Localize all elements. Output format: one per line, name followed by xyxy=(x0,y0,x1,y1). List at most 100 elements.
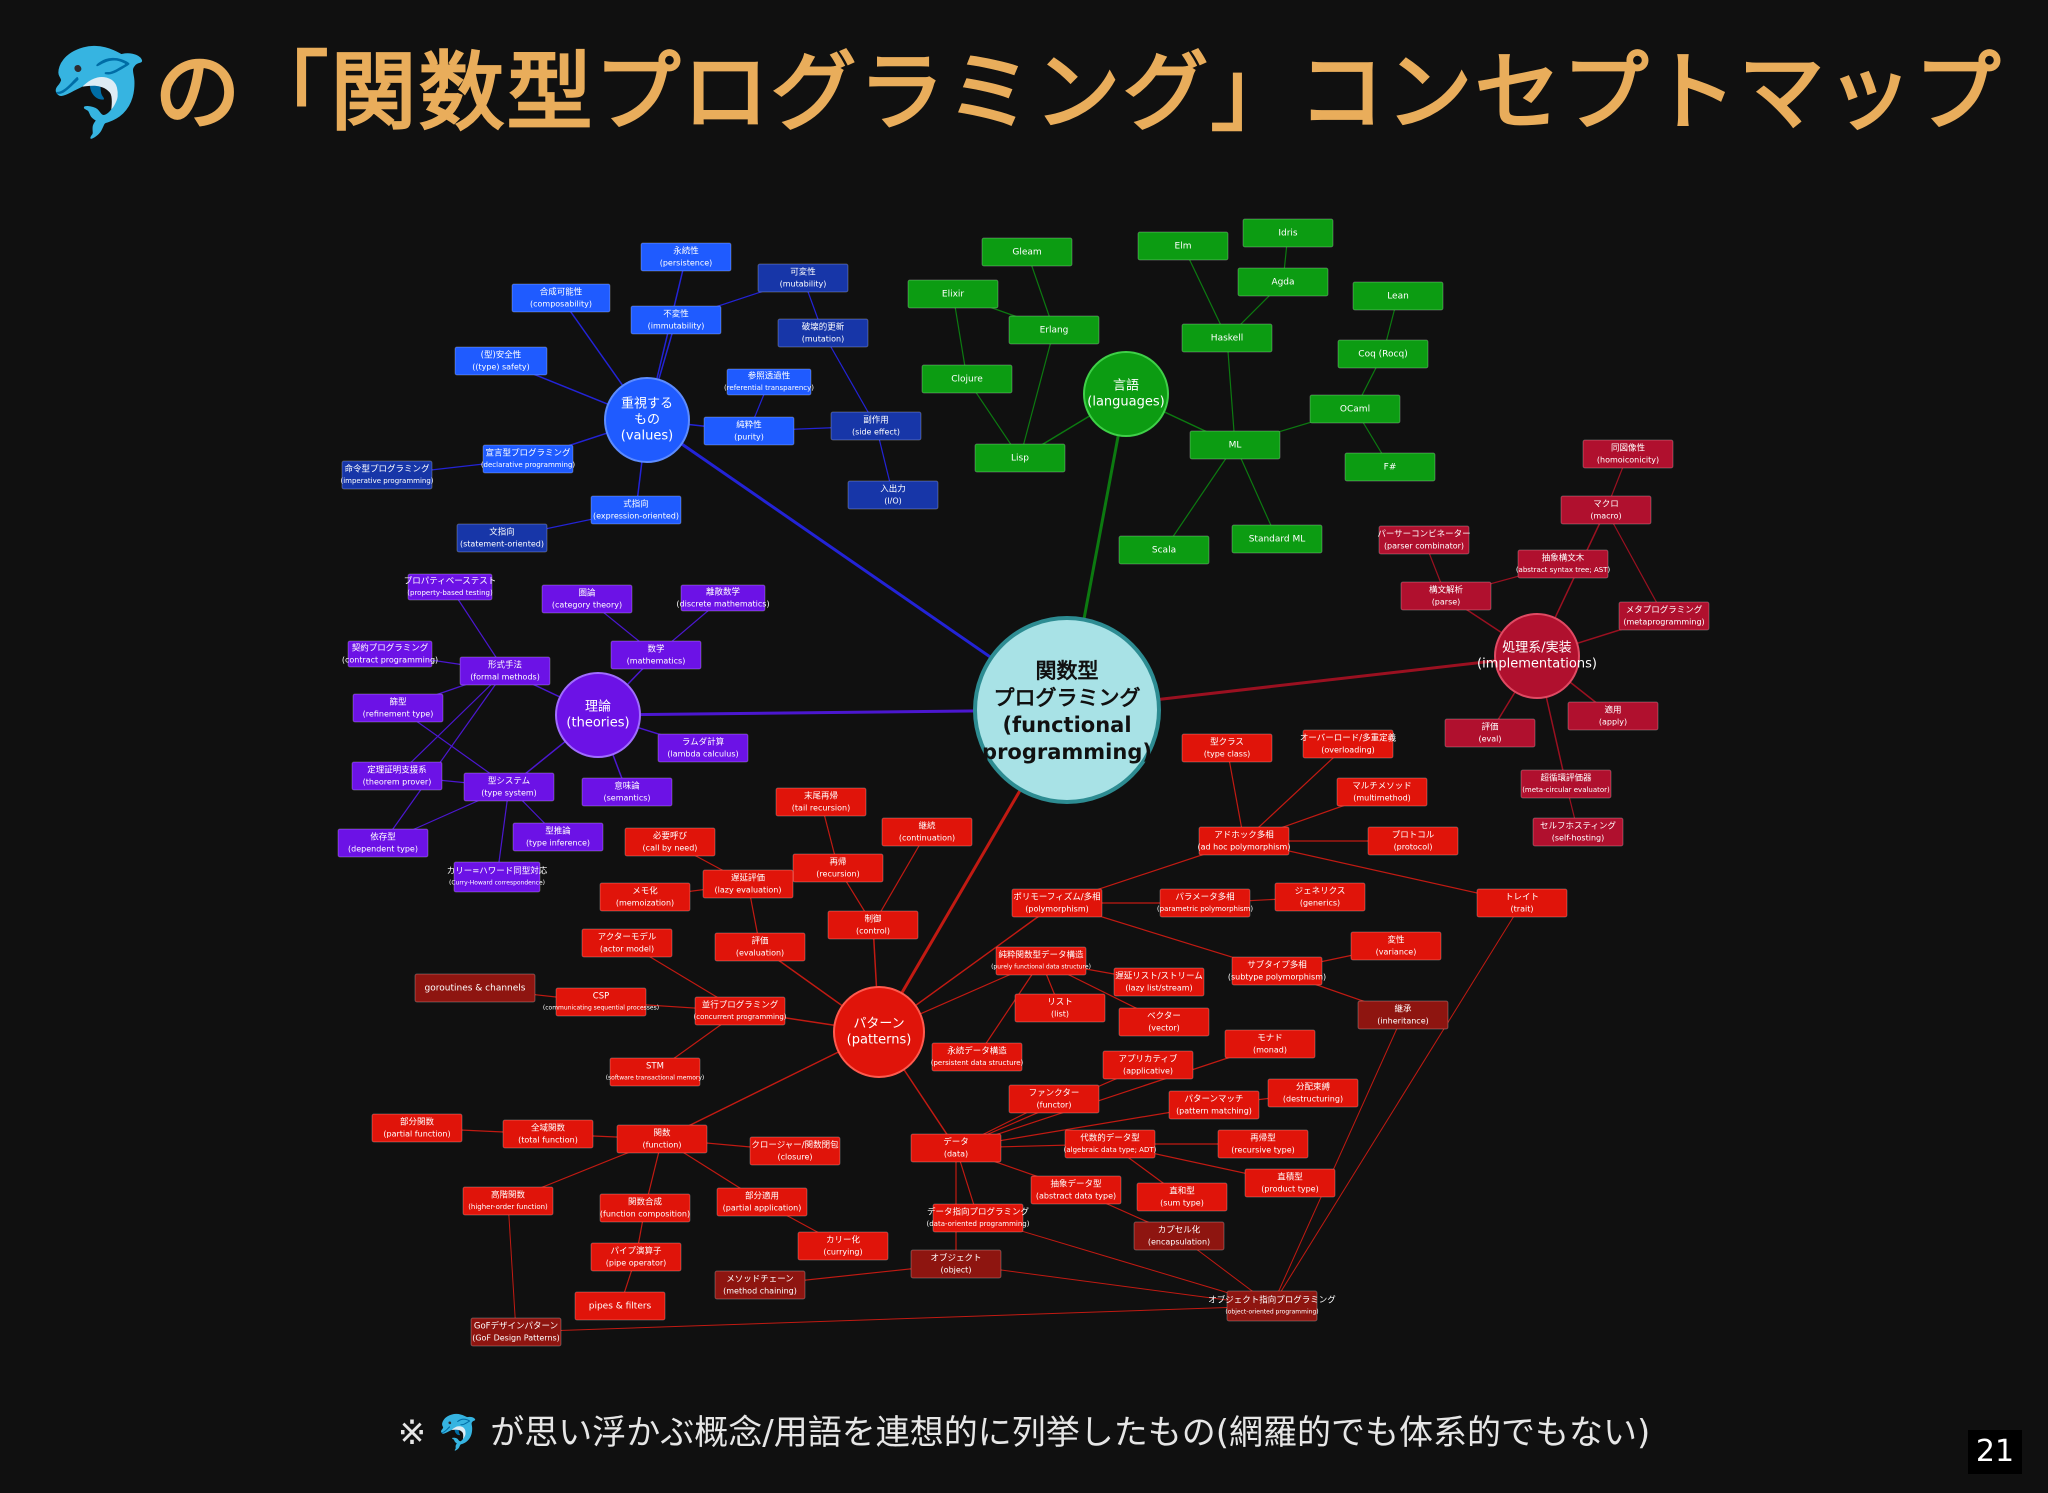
node-label-jp: カリー=ハワード同型対応 xyxy=(447,866,548,877)
node-label-en: (overloading) xyxy=(1321,746,1375,755)
node-box xyxy=(910,1133,1002,1163)
node-box xyxy=(981,237,1073,267)
node-label-jp: 適用 xyxy=(1604,705,1621,716)
center-circle xyxy=(973,616,1161,804)
center-label-line2: プログラミング xyxy=(994,686,1141,710)
node-encapsulation: カプセル化(encapsulation) xyxy=(1133,1221,1225,1251)
node-label-jp: マクロ xyxy=(1593,500,1619,510)
node-label-jp: 再帰型 xyxy=(1250,1133,1276,1144)
node-label-en: (variance) xyxy=(1376,948,1417,957)
node-io: 入出力(I/O) xyxy=(847,480,939,510)
hub-circle xyxy=(555,672,641,758)
node-contract: 契約プログラミング(contract programming) xyxy=(342,640,438,668)
node-label-jp: メモ化 xyxy=(632,886,658,897)
edge-ml-to-standard-ml xyxy=(1234,444,1278,540)
node-label-en: (inheritance) xyxy=(1377,1017,1428,1026)
node-box xyxy=(1618,601,1710,631)
edge-oop-to-object xyxy=(955,1261,1273,1307)
dolphin-icon: 🐬 xyxy=(45,43,155,143)
hub-implementations: 処理系/実装(implementations) xyxy=(1477,613,1597,699)
node-label-en: (referential transparency) xyxy=(724,384,814,392)
edge-oop-to-inheritance xyxy=(1271,1014,1404,1307)
node-lambda-calculus: ラムダ計算(lambda calculus) xyxy=(657,733,749,763)
edge-elixir-to-clojure xyxy=(952,293,968,380)
node-label-jp: 全域関数 xyxy=(531,1123,566,1134)
node-label-en: (lazy list/stream) xyxy=(1125,984,1192,993)
node-label-en: (metaprogramming) xyxy=(1623,618,1704,627)
node-label-en: (currying) xyxy=(823,1248,862,1257)
node-lazy-list: 遅延リスト/ストリーム(lazy list/stream) xyxy=(1113,967,1205,997)
nodes-layer: 関数型プログラミング(functionalprogramming)重視するもの(… xyxy=(337,218,1710,1347)
node-ast: 抽象構文木(abstract syntax tree; AST) xyxy=(1516,549,1610,579)
node-box xyxy=(1133,1221,1225,1251)
node-label: Erlang xyxy=(1040,326,1069,336)
node-label-jp: 分配束縛 xyxy=(1296,1082,1331,1093)
node-label-en: (imperative programming) xyxy=(340,477,433,485)
node-elixir: Elixir xyxy=(907,279,999,309)
node-label-en: (theorem prover) xyxy=(363,778,432,787)
node-box xyxy=(1336,777,1428,807)
node-box xyxy=(453,861,541,893)
footnote: ※ 🐬 が思い浮かぶ概念/用語を連想的に列挙したもの(網羅的でも体系的でもない) xyxy=(0,1405,2048,1454)
node-box xyxy=(1267,1078,1359,1108)
edge-hof-to-gof xyxy=(507,1200,517,1333)
node-label-en: (continuation) xyxy=(899,834,955,843)
node-label-jp: パラメータ多相 xyxy=(1175,892,1234,903)
node-label-en: (lazy evaluation) xyxy=(715,886,782,895)
footnote-mark: ※ xyxy=(397,1413,427,1453)
node-box xyxy=(640,242,732,272)
node-box xyxy=(974,443,1066,473)
node-label-en: (software transactional memory) xyxy=(606,1075,705,1082)
node-label-en: (eval) xyxy=(1478,735,1501,744)
node-label-en: (actor model) xyxy=(600,945,654,954)
node-metaprogramming: メタプログラミング(metaprogramming) xyxy=(1618,601,1710,631)
node-box xyxy=(454,346,548,376)
node-box xyxy=(1309,394,1401,424)
node-ocaml: OCaml xyxy=(1309,394,1401,424)
edge-lisp-to-erlang xyxy=(1019,329,1055,459)
node-box xyxy=(1011,888,1103,918)
node-box xyxy=(1014,993,1106,1023)
node-label-en: (concurrent programming) xyxy=(693,1013,786,1021)
node-standard-ml: Standard ML xyxy=(1231,524,1323,554)
node-label-jp: ポリモーフィズム/多相 xyxy=(1013,892,1100,903)
node-label: Lean xyxy=(1387,292,1409,302)
edge-oop-to-trait xyxy=(1271,902,1523,1307)
node-box xyxy=(749,1136,841,1166)
node-box xyxy=(459,656,551,686)
edge-ml-to-haskell xyxy=(1226,337,1236,446)
title-text: の「関数型プログラミング」コンセプトマップ xyxy=(154,43,2003,143)
node-box xyxy=(1444,718,1536,748)
node-box xyxy=(337,828,429,858)
node-label: Haskell xyxy=(1211,334,1243,344)
node-label-en: (memoization) xyxy=(616,899,674,908)
node-box xyxy=(657,733,749,763)
node-box xyxy=(1337,339,1429,369)
node-box xyxy=(1242,218,1334,248)
node-vector: ベクター(vector) xyxy=(1118,1007,1210,1037)
node-label-jp: トレイト xyxy=(1505,893,1539,903)
node-label: ML xyxy=(1229,441,1242,451)
node-label-en: (product type) xyxy=(1261,1185,1318,1194)
node-box xyxy=(932,1203,1024,1233)
node-label-en: (data) xyxy=(944,1150,968,1159)
node-box xyxy=(1567,701,1659,731)
node-label-jp: オブジェクト指向プログラミング xyxy=(1208,1295,1336,1306)
hub-theories: 理論(theories) xyxy=(555,672,641,758)
node-label-jp: パターンマッチ xyxy=(1184,1095,1243,1105)
node-box xyxy=(341,460,433,490)
node-box xyxy=(1030,1175,1122,1205)
node-box xyxy=(777,318,869,348)
node-box xyxy=(351,761,443,791)
node-label-en: (method chaining) xyxy=(723,1287,797,1296)
node-label-jp: 評価 xyxy=(1481,722,1499,733)
node-box xyxy=(714,932,806,962)
node-box xyxy=(609,1057,701,1087)
node-label: Scala xyxy=(1152,546,1176,556)
node-function: 関数(function) xyxy=(616,1124,708,1154)
node-label-jp: 型推論 xyxy=(545,826,571,837)
node-label-en: (function composition) xyxy=(600,1210,690,1219)
node-label-jp: プロパティベーステスト xyxy=(404,577,497,587)
node-label-en: (encapsulation) xyxy=(1148,1238,1210,1247)
